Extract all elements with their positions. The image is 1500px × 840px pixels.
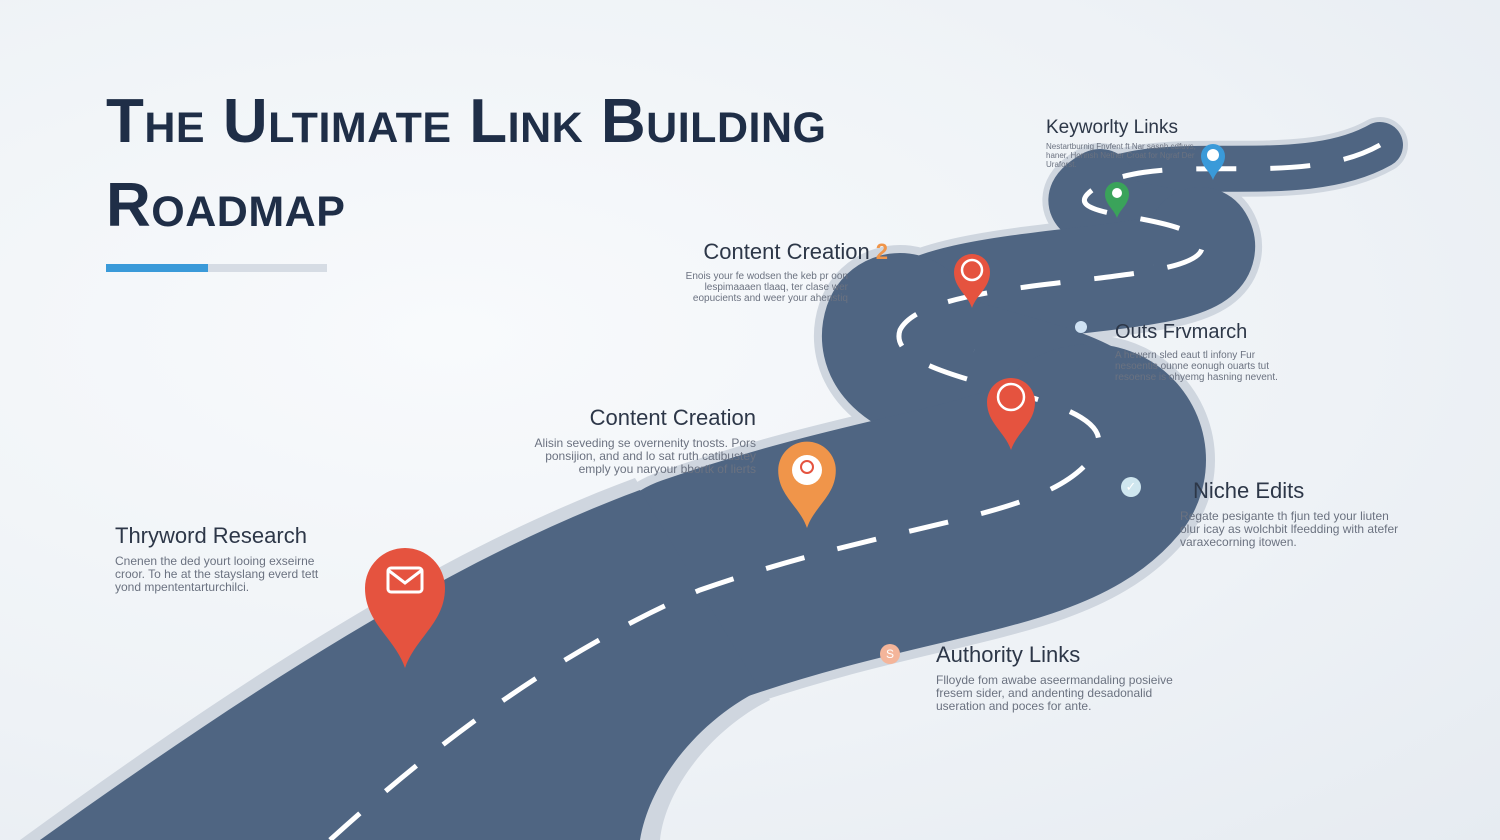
step-text: A hewern sled eaut tl infony Fur nesoent… [1115,350,1278,383]
step-title: Outs Frvmarch [1115,321,1248,343]
globe-icon[interactable] [954,254,990,308]
step-title: Thryword Research [115,523,307,548]
step-text: Nestartburnig Fnvfent ft Nar sasnh cdfuv… [1046,142,1196,169]
step-authority-links: Authority Links Flloyde fom awabe aseerm… [936,642,1186,713]
progress-fill [106,264,208,272]
road-surface [584,344,1206,706]
people-icon[interactable] [778,441,836,528]
title-progress-bar [106,264,327,272]
step-title: Content Creation [703,239,870,264]
page-title: The Ultimate Link Building Roadmap [106,87,827,240]
step-title: Niche Edits [1193,478,1305,503]
circle-icon [1075,321,1087,333]
step-text: Regate pesigante th fjun ted your liuten… [1180,509,1399,549]
step-title: Content Creation [589,405,756,430]
step-keyword-links: Keyworlty Links Nestartburnig Fnvfent ft… [1046,117,1196,169]
s-icon: S [880,644,900,664]
step-number: 2 [875,239,888,264]
check-icon: ✓ [1121,477,1141,497]
step-title: Authority Links [936,642,1081,667]
step-text: Flloyde fom awabe aseermandaling posieiv… [936,673,1173,713]
pin-icon[interactable] [1201,144,1225,180]
pin-icon[interactable] [1105,182,1129,218]
step-niche-edits: Niche Edits Regate pesigante th fjun ted… [1180,478,1400,549]
step-content-creation: Content Creation Alisin seveding se over… [520,405,756,476]
step-text: Cnenen the ded yourt looing exseirne cro… [115,554,319,594]
globe-icon[interactable] [987,378,1035,450]
step-keyword-research: Thryword Research Cnenen the ded yourt l… [115,523,345,594]
road-surface [40,490,760,840]
step-text: Enois your fe wodsen the keb pr oon lesp… [685,271,848,304]
step-title: Keyworlty Links [1046,117,1178,138]
mail-icon[interactable] [365,548,445,668]
step-outreach: Outs Frvmarch A hewern sled eaut tl info… [1115,321,1300,383]
step-text: Alisin seveding se overnenity tnosts. Po… [534,436,756,476]
